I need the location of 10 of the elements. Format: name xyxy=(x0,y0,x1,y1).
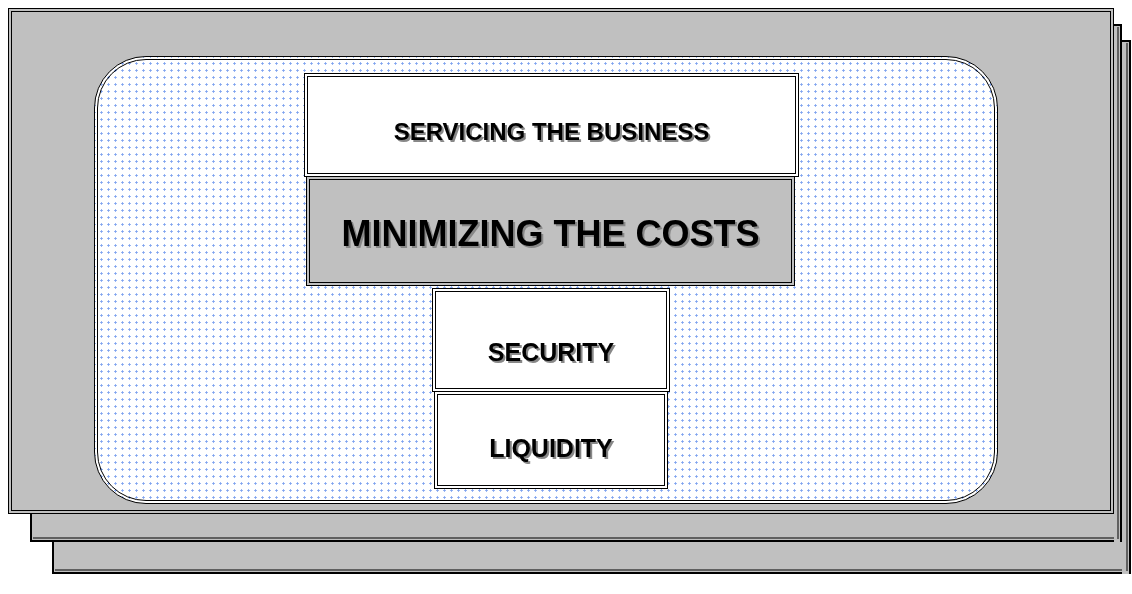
label-box xyxy=(304,73,799,177)
label-box xyxy=(432,288,670,392)
label-box xyxy=(306,176,795,286)
label-box xyxy=(434,391,668,489)
card-background xyxy=(8,8,1114,514)
box-label: SECURITY xyxy=(487,337,615,367)
box-label: SERVICING THE BUSINESS xyxy=(393,118,710,146)
dotted-panel xyxy=(94,56,998,504)
box-label: MINIMIZING THE COSTS xyxy=(341,213,760,255)
box-label: LIQUIDITY xyxy=(489,433,613,463)
